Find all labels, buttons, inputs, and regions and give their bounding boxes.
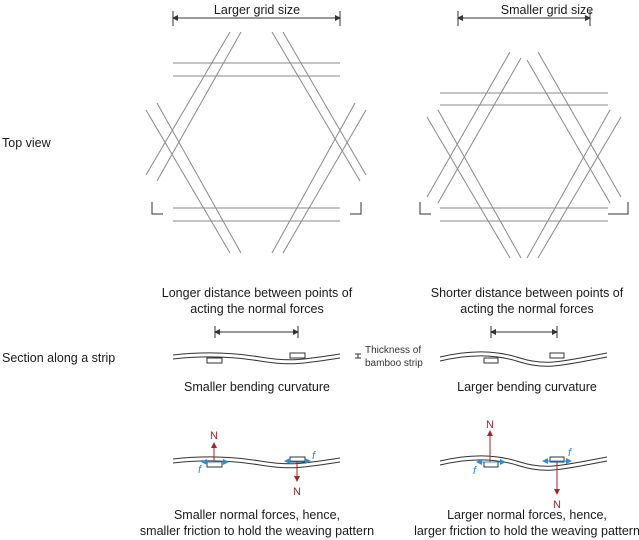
smaller-grid-weave xyxy=(419,51,629,259)
left-force-diagram xyxy=(172,442,341,482)
larger-forces-label-1: Larger normal forces, hence, xyxy=(447,508,607,522)
larger-grid-label: Larger grid size xyxy=(214,3,300,17)
longer-distance-label-1: Longer distance between points of xyxy=(162,286,353,300)
thickness-label-2: bamboo strip xyxy=(365,358,423,369)
larger-forces-label-2: larger friction to hold the weaving patt… xyxy=(414,524,639,538)
thickness-label-1: Thickness of xyxy=(365,345,421,356)
friction-label: f xyxy=(198,464,202,476)
smaller-grid-label: Smaller grid size xyxy=(501,3,593,17)
friction-label: f xyxy=(568,447,572,459)
thickness-marker xyxy=(355,353,361,359)
top-view-label: Top view xyxy=(2,136,52,150)
larger-curvature-label: Larger bending curvature xyxy=(457,380,597,394)
smaller-forces-label-2: smaller friction to hold the weaving pat… xyxy=(140,524,374,538)
smaller-curvature-label: Smaller bending curvature xyxy=(184,380,330,394)
normal-force-label: N xyxy=(553,499,561,511)
normal-force-label: N xyxy=(293,486,301,498)
right-force-diagram xyxy=(439,430,608,495)
left-section-strip xyxy=(172,326,341,365)
normal-force-label: N xyxy=(486,419,494,431)
larger-grid-dimension xyxy=(172,11,341,26)
shorter-distance-label-1: Shorter distance between points of xyxy=(431,286,624,300)
friction-label: f xyxy=(312,450,316,462)
smaller-forces-label-1: Smaller normal forces, hence, xyxy=(174,508,340,522)
friction-label: f xyxy=(473,465,477,477)
section-label: Section along a strip xyxy=(2,351,115,365)
right-section-strip xyxy=(439,326,608,367)
shorter-distance-label-2: acting the normal forces xyxy=(460,302,593,316)
longer-distance-label-2: acting the normal forces xyxy=(190,302,323,316)
smaller-grid-dimension xyxy=(457,11,591,26)
larger-grid-weave xyxy=(145,31,367,254)
normal-force-label: N xyxy=(210,430,218,442)
